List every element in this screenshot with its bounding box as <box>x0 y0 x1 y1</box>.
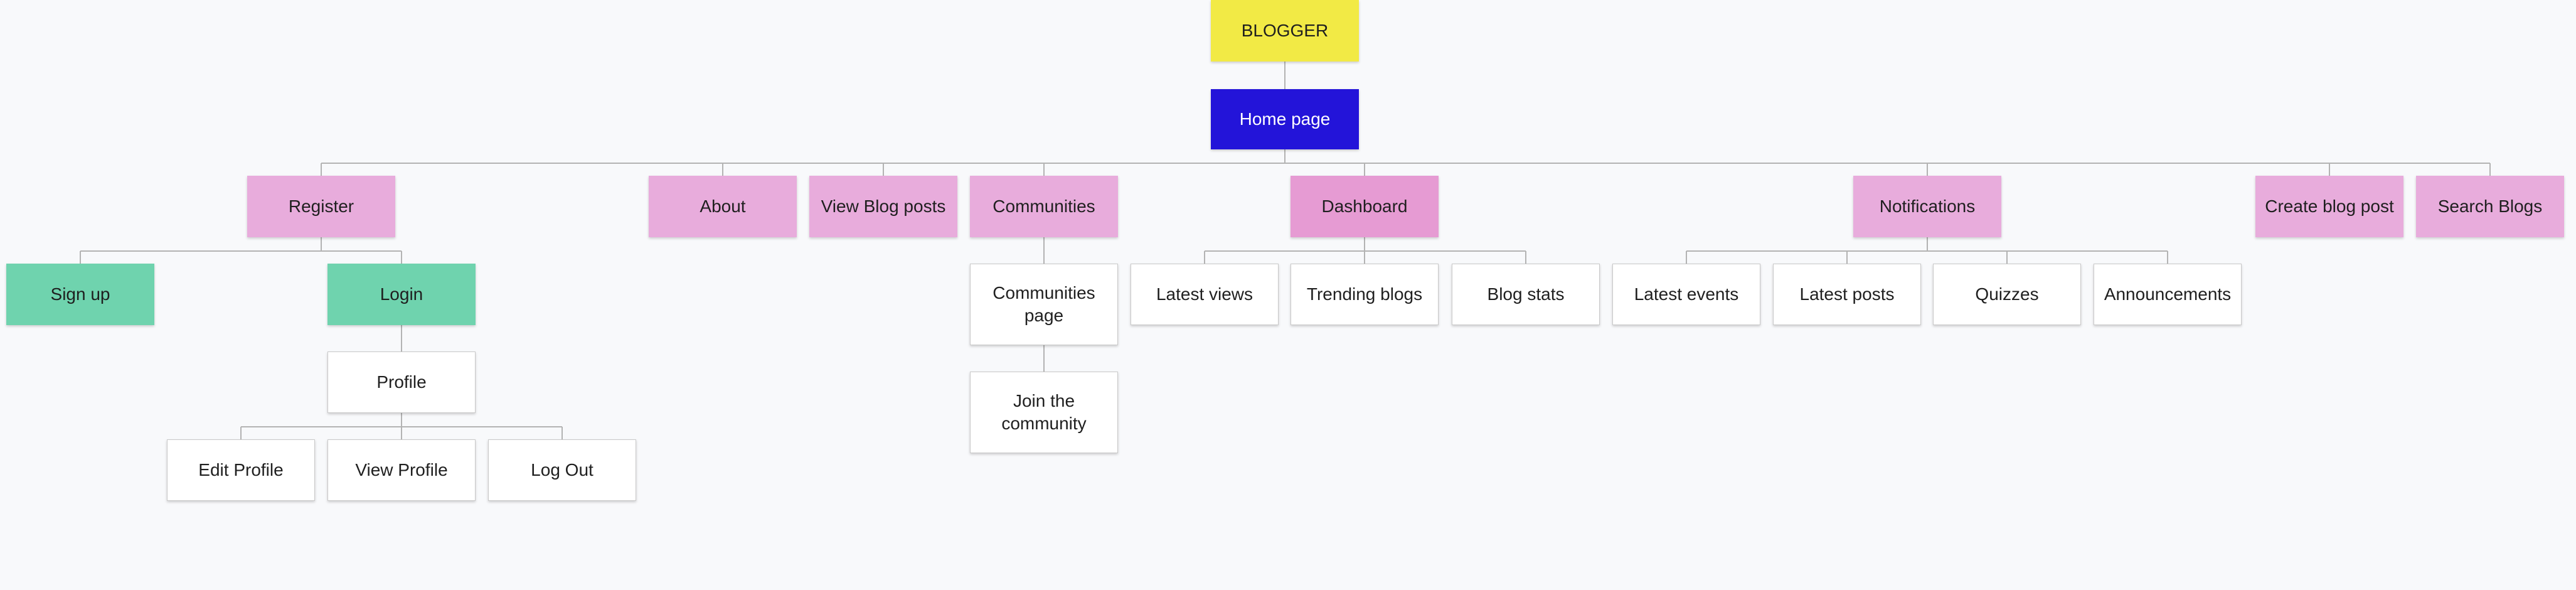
node-latest-posts[interactable]: Latest posts <box>1773 264 1921 325</box>
node-quizzes[interactable]: Quizzes <box>1933 264 2081 325</box>
node-view-blog-posts[interactable]: View Blog posts <box>809 176 957 237</box>
node-join-the-community[interactable]: Join the community <box>970 372 1118 453</box>
node-search-blogs[interactable]: Search Blogs <box>2416 176 2564 237</box>
node-latest-events[interactable]: Latest events <box>1612 264 1760 325</box>
node-blogger[interactable]: BLOGGER <box>1211 0 1359 62</box>
node-latest-views[interactable]: Latest views <box>1131 264 1279 325</box>
node-log-out[interactable]: Log Out <box>488 439 636 501</box>
node-dashboard[interactable]: Dashboard <box>1291 176 1439 237</box>
node-home-page[interactable]: Home page <box>1211 89 1359 149</box>
node-communities-page[interactable]: Communities page <box>970 264 1118 345</box>
node-notifications[interactable]: Notifications <box>1853 176 2001 237</box>
node-about[interactable]: About <box>649 176 797 237</box>
node-create-blog-post[interactable]: Create blog post <box>2255 176 2403 237</box>
node-register[interactable]: Register <box>247 176 395 237</box>
node-communities[interactable]: Communities <box>970 176 1118 237</box>
node-profile[interactable]: Profile <box>327 351 476 413</box>
node-trending-blogs[interactable]: Trending blogs <box>1291 264 1439 325</box>
node-announcements[interactable]: Announcements <box>2094 264 2242 325</box>
node-login[interactable]: Login <box>327 264 476 325</box>
node-blog-stats[interactable]: Blog stats <box>1452 264 1600 325</box>
node-edit-profile[interactable]: Edit Profile <box>167 439 315 501</box>
node-view-profile[interactable]: View Profile <box>327 439 476 501</box>
node-sign-up[interactable]: Sign up <box>6 264 154 325</box>
